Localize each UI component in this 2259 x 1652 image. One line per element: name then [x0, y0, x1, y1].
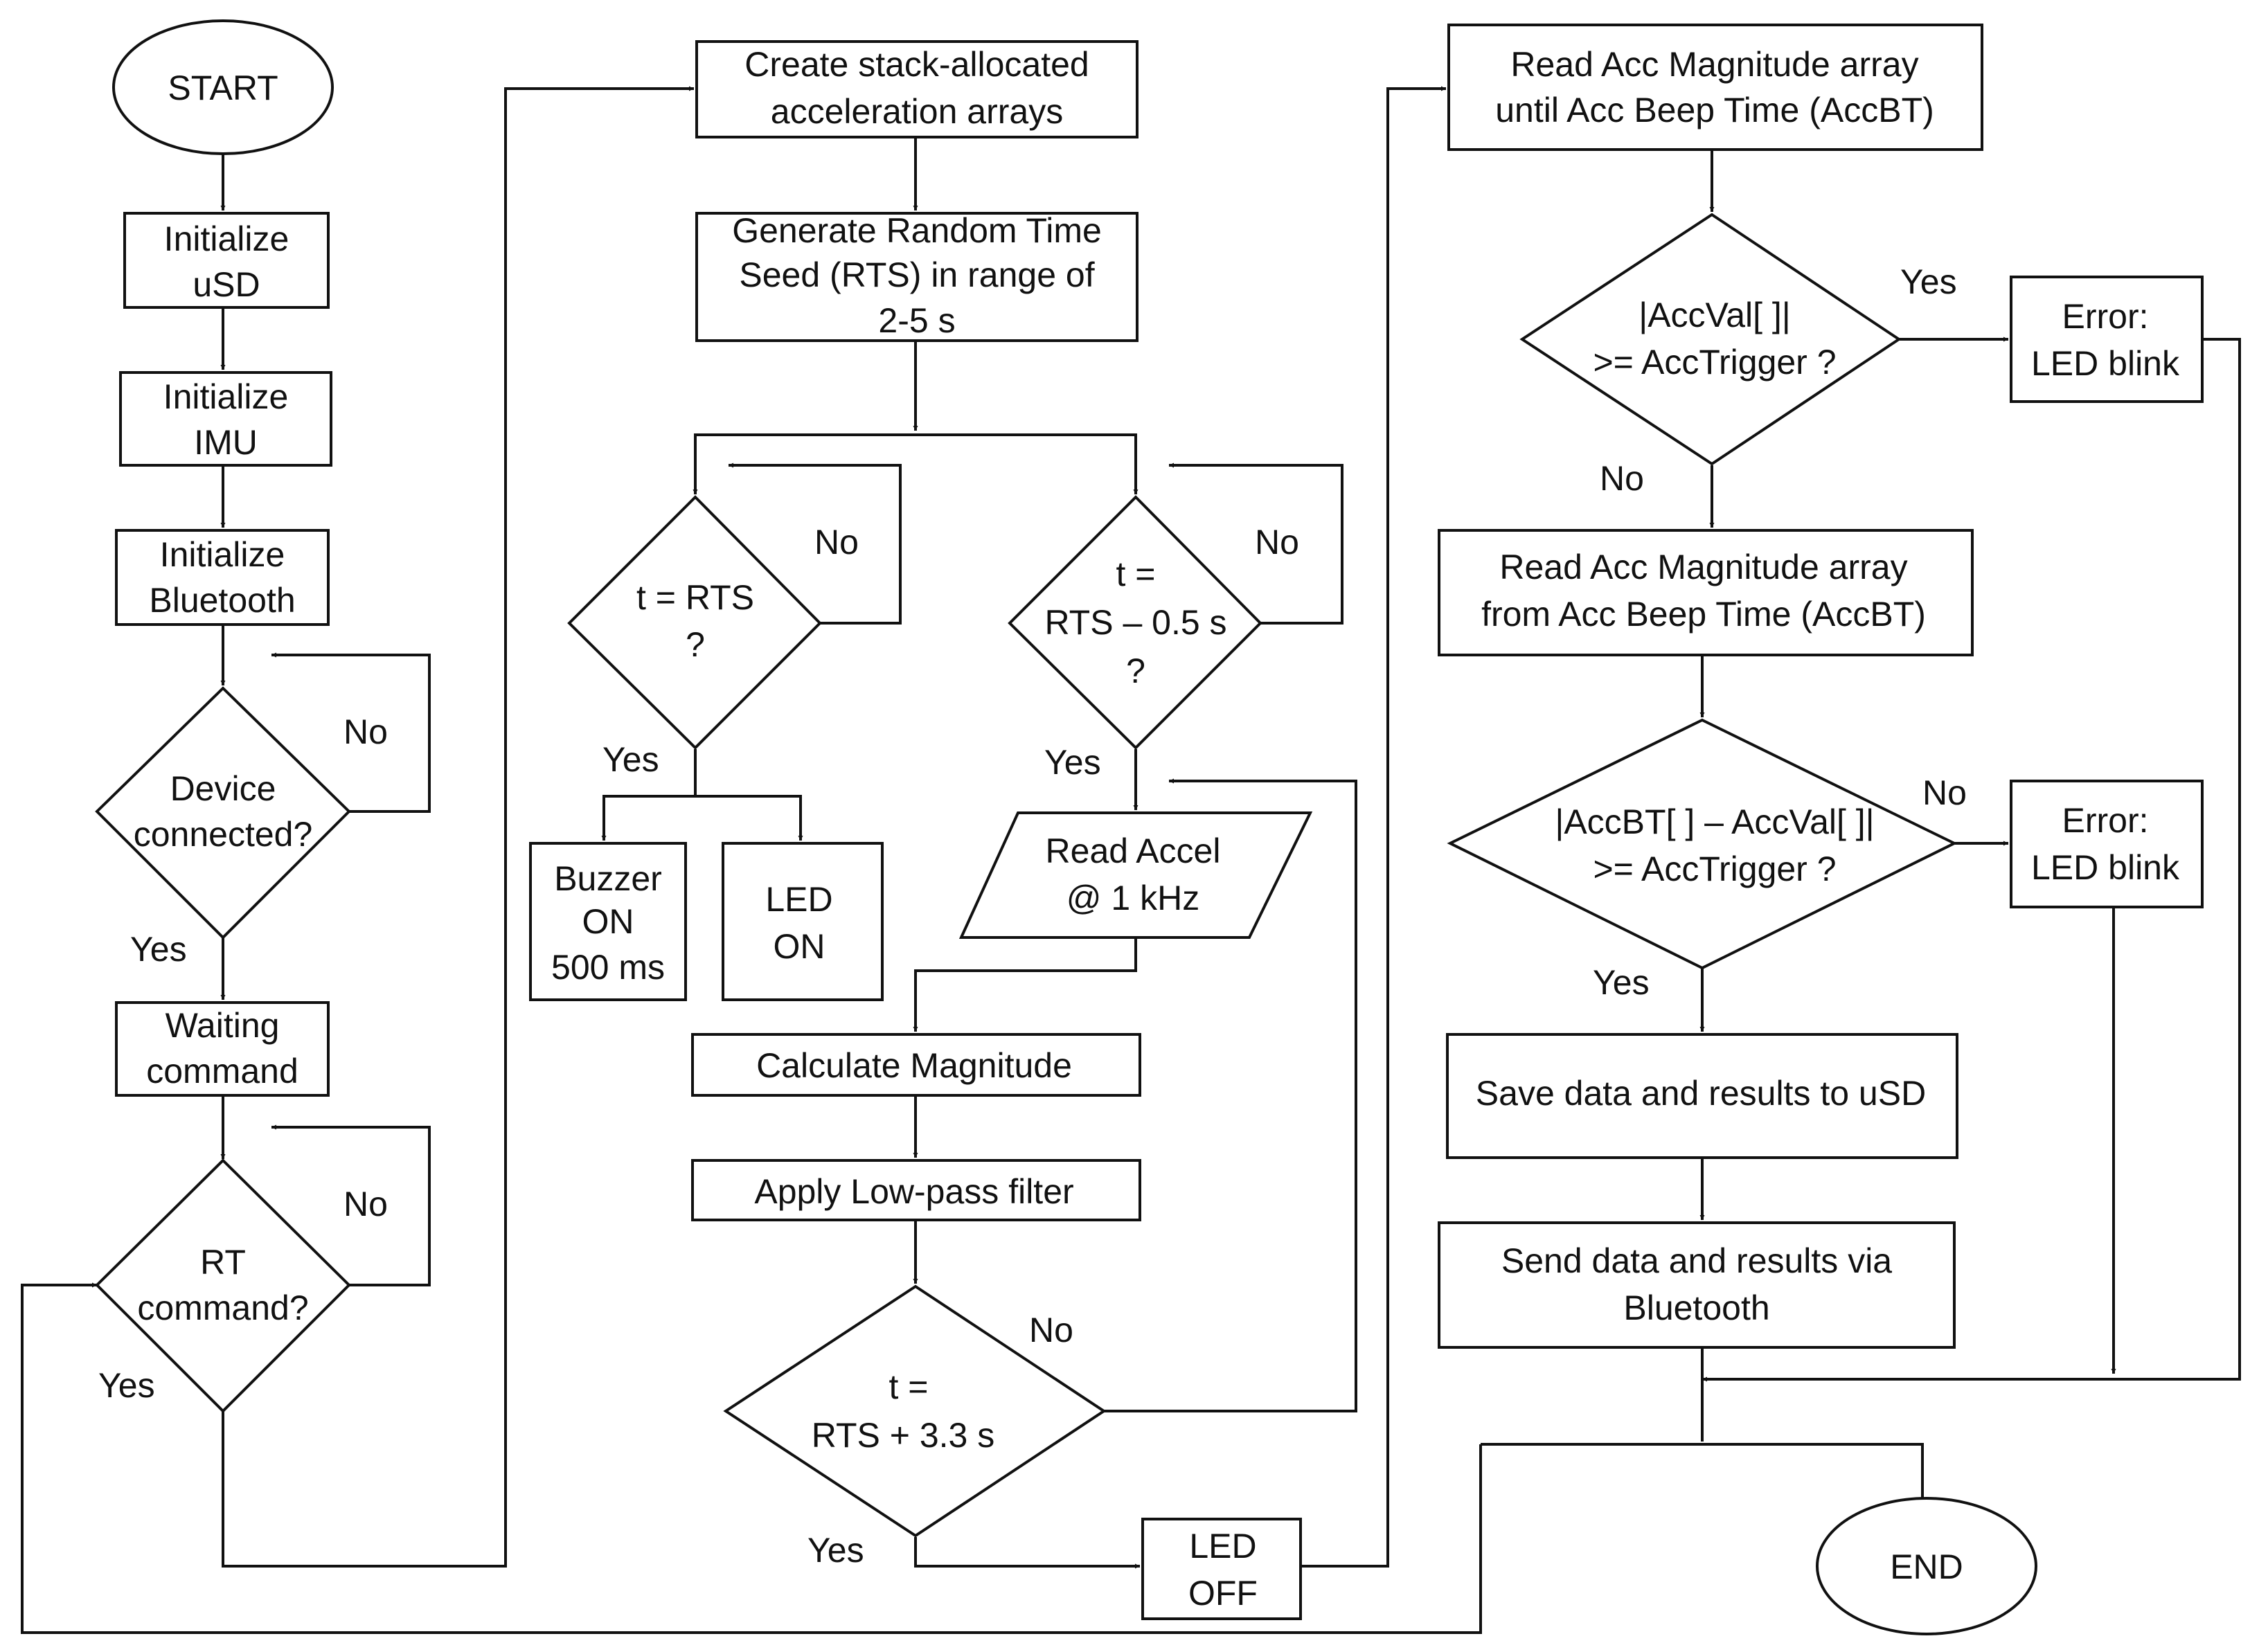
- edge-t-rts-yes-to-buzzer: [601, 749, 697, 841]
- edge-split-to-t-rts-05: [916, 433, 1139, 494]
- label-accval-yes: Yes: [1900, 262, 1957, 301]
- diff-trigger-decision: |AccBT[ ] – AccVal[ ]|>= AccTrigger ?: [1447, 718, 1958, 970]
- edge-t-rts-05-no-loop: [1169, 463, 1343, 625]
- label-t-rts05-yes: Yes: [1044, 743, 1101, 782]
- label-rt-no: No: [343, 1185, 388, 1223]
- edge-send-bt-to-end: [1481, 1443, 1925, 1502]
- svg-text:Error:LED blink: Error:LED blink: [2031, 297, 2180, 383]
- start-node: START: [112, 19, 334, 155]
- end-node: END: [1816, 1497, 2037, 1635]
- label-diff-yes: Yes: [1593, 963, 1650, 1002]
- svg-text:Save data and results to uSD: Save data and results to uSD: [1476, 1074, 1926, 1113]
- t-equals-rts-minus-05-decision: t =RTS – 0.5 s?: [1008, 495, 1262, 750]
- edge-read-accel-to-calc-mag: [913, 937, 1137, 1032]
- edge-split-to-t-rts: [693, 433, 916, 494]
- edge-send-bt-return-to-rt-command: [21, 1282, 1482, 1634]
- read-accel-io: Read Accel@ 1 kHz: [958, 811, 1313, 939]
- edge-labels: No Yes No Yes No Yes No Yes No Yes Yes N…: [98, 262, 1967, 1570]
- error-led-blink-2-node: Error:LED blink: [2010, 780, 2204, 908]
- lowpass-filter-node: Apply Low-pass filter: [691, 1159, 1141, 1221]
- svg-text:Calculate Magnitude: Calculate Magnitude: [756, 1046, 1072, 1085]
- accval-trigger-decision: |AccVal[ ]|>= AccTrigger ?: [1519, 213, 1902, 466]
- error-led-blink-1-node: Error:LED blink: [2010, 276, 2204, 403]
- svg-text:|AccVal[ ]|>= AccTrigger ?: |AccVal[ ]|>= AccTrigger ?: [1593, 296, 1836, 381]
- save-to-usd-node: Save data and results to uSD: [1446, 1033, 1958, 1159]
- svg-text:t = RTS?: t = RTS?: [636, 578, 754, 664]
- edge-error1-merge: [1702, 338, 2241, 1382]
- t-equals-rts-decision: t = RTS?: [567, 495, 822, 750]
- edge-device-connected-no-loop: [271, 652, 431, 813]
- edge-t-rts-33-no-loop: [1104, 778, 1357, 1412]
- label-device-yes: Yes: [130, 930, 187, 969]
- t-equals-rts-plus-33-decision: t =RTS + 3.3 s: [723, 1284, 1107, 1538]
- edge-t-rts-33-yes-to-led-off: [914, 1537, 1140, 1569]
- calculate-magnitude-node: Calculate Magnitude: [691, 1033, 1141, 1097]
- edge-led-off-to-read-until: [1301, 86, 1446, 1568]
- svg-text:t =RTS + 3.3 s: t =RTS + 3.3 s: [812, 1367, 994, 1455]
- svg-text:Apply Low-pass filter: Apply Low-pass filter: [754, 1172, 1073, 1211]
- svg-text:|AccBT[ ] – AccVal[ ]|>= AccTr: |AccBT[ ] – AccVal[ ]|>= AccTrigger ?: [1555, 802, 1874, 888]
- label-accval-no: No: [1600, 459, 1644, 498]
- svg-text:START: START: [168, 69, 278, 107]
- label-diff-no: No: [1922, 773, 1967, 812]
- svg-text:Read Accel@ 1 kHz: Read Accel@ 1 kHz: [1046, 832, 1221, 917]
- edge-t-rts-no-loop: [729, 463, 902, 625]
- label-t-rts05-no: No: [1255, 523, 1299, 562]
- label-t-rts-yes: Yes: [602, 740, 659, 779]
- svg-text:END: END: [1890, 1547, 1963, 1586]
- label-rt-yes: Yes: [98, 1366, 155, 1405]
- edge-t-rts-yes-to-led-on: [695, 795, 803, 841]
- label-t-rts33-yes: Yes: [807, 1531, 864, 1570]
- label-t-rts-no: No: [814, 523, 859, 562]
- label-device-no: No: [343, 712, 388, 751]
- edge-rt-command-no-loop: [271, 1124, 431, 1286]
- edge-rt-command-yes-to-create-arrays: [222, 86, 694, 1568]
- label-t-rts33-no: No: [1029, 1311, 1073, 1349]
- svg-text:Error:LED blink: Error:LED blink: [2031, 801, 2180, 887]
- connectors: [21, 86, 2241, 1634]
- svg-text:t =RTS – 0.5 s?: t =RTS – 0.5 s?: [1044, 555, 1226, 690]
